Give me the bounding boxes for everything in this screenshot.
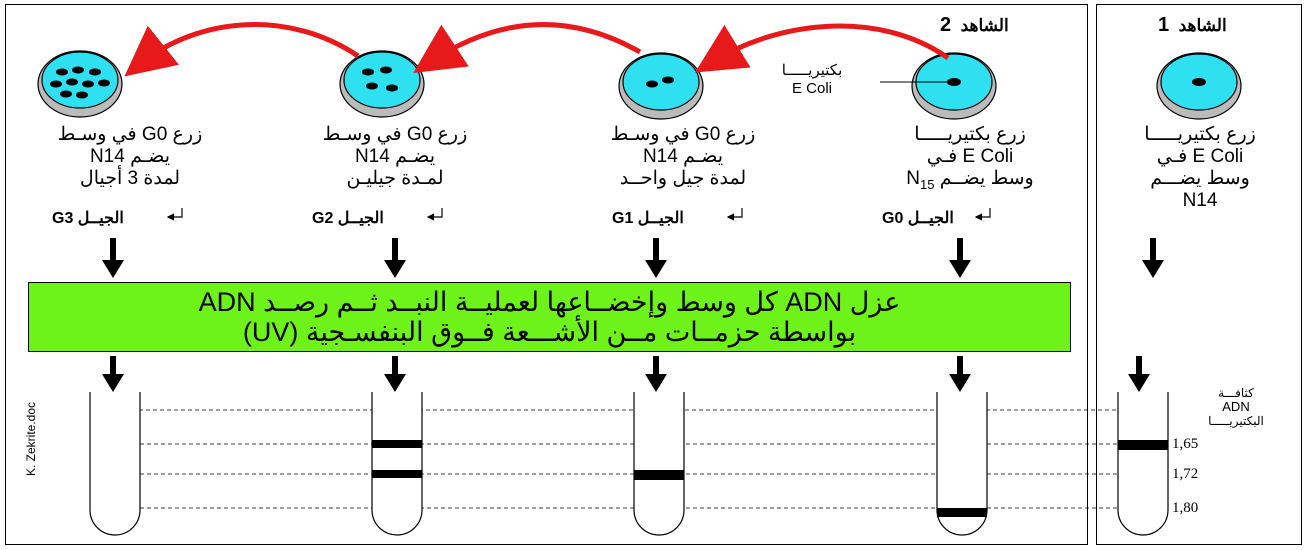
tube-witness1: [1117, 392, 1169, 536]
procedure-banner: عزل ADN كل وسط وإخضــاعها لعمليــة النبـ…: [28, 282, 1071, 352]
petri-dish-g3: [37, 50, 123, 118]
witness2-title: الشاهد 2: [940, 14, 1009, 36]
red-arrow-g0-g1: [694, 23, 950, 73]
generation-label-g1: الجيــل G1: [612, 210, 684, 227]
down-arrows-lower: [102, 356, 1150, 392]
generation-label-g2: الجيــل G2: [312, 210, 384, 227]
petri-dish-g2: [339, 50, 425, 118]
density-value-1: 1,65: [1172, 436, 1199, 452]
tube-g1: [633, 392, 685, 536]
petri-dish-g1: [618, 52, 704, 120]
band-g2-hybrid: [372, 470, 422, 478]
bacteria-label: بكتيريـــــا E Coli: [781, 62, 843, 97]
credit-text: K. Zekrite.doc: [24, 401, 38, 476]
tube-g3: [89, 392, 141, 536]
banner-line-1: عزل ADN كل وسط وإخضــاعها لعمليــة النبـ…: [198, 287, 901, 317]
petri-dish-g0: [911, 52, 997, 120]
density-guides: [90, 409, 1168, 509]
tube-g0: [936, 392, 988, 536]
band-g0-heavy: [937, 508, 987, 517]
generation-pointers: [166, 208, 991, 221]
test-tubes: [89, 392, 1169, 536]
band-g1-hybrid: [634, 470, 684, 480]
generation-label-g3: الجيــل G3: [52, 210, 124, 227]
banner-line-2: بواسطة حزمــات مــن الأشـــعة فــوق البن…: [242, 317, 857, 347]
witness1-frame: [1096, 4, 1302, 545]
witness1-title: الشاهد 1: [1158, 14, 1227, 36]
red-arrow-g1-g2: [413, 22, 642, 73]
density-value-2: 1,72: [1172, 466, 1199, 482]
generation-label-g0: الجيــل G0: [882, 210, 954, 227]
band-witness1-light: [1118, 440, 1168, 450]
witness2-frame: [5, 4, 1088, 545]
tube-g2: [371, 392, 423, 536]
dna-bands: [372, 440, 1168, 517]
red-arrow-g2-g3: [124, 22, 360, 77]
density-header: كثافـــة ADN البكتيريـــــا: [1208, 386, 1264, 428]
down-arrows-upper: [102, 238, 1164, 278]
petri-dish-witness1: [1156, 52, 1242, 120]
density-value-3: 1,80: [1172, 500, 1199, 516]
band-g2-light: [372, 440, 422, 448]
